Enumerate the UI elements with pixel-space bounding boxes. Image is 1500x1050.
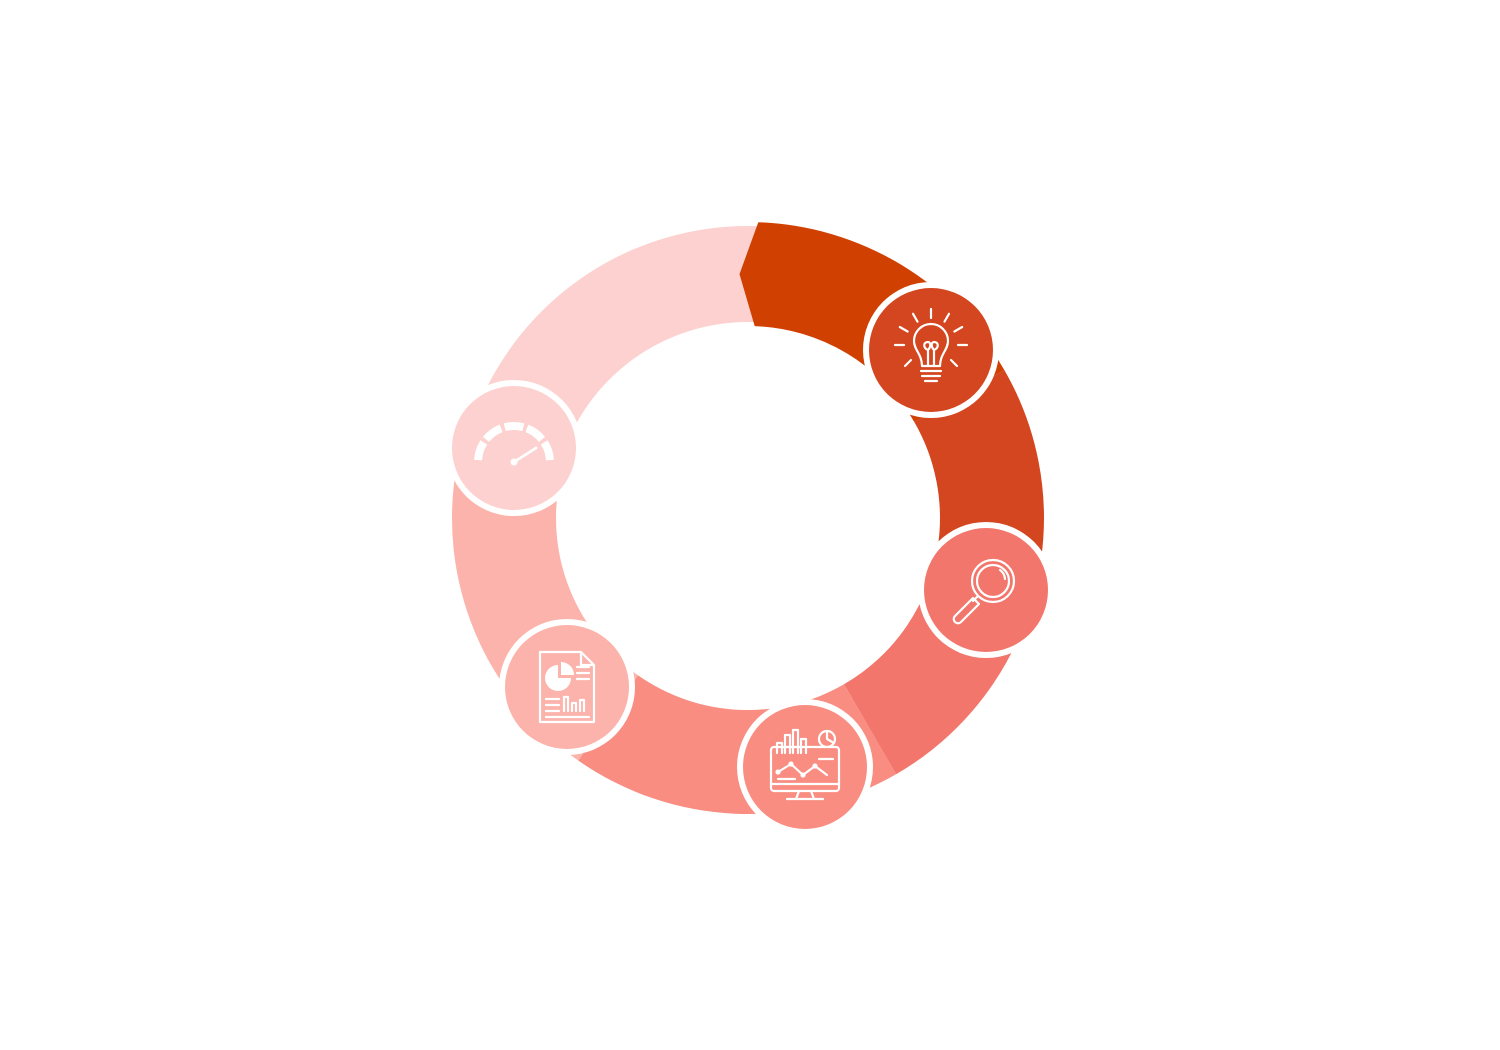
- step-1: [863, 282, 999, 418]
- report-document-icon: [538, 650, 596, 724]
- step-circle: [743, 705, 867, 829]
- step-3: [737, 699, 873, 835]
- segment-step-1: [914, 370, 1044, 560]
- step-circle: [452, 386, 576, 510]
- step-2: [918, 522, 1054, 658]
- step-4: [499, 619, 635, 755]
- lightbulb-icon: [893, 307, 969, 383]
- step-icons: [446, 282, 1054, 835]
- monitor-analytics-icon: [769, 728, 841, 801]
- step-5: [446, 380, 582, 516]
- step-circle: [924, 528, 1048, 652]
- speedometer-icon: [474, 422, 554, 466]
- magnifier-icon: [952, 558, 1016, 625]
- step-circle: [869, 288, 993, 412]
